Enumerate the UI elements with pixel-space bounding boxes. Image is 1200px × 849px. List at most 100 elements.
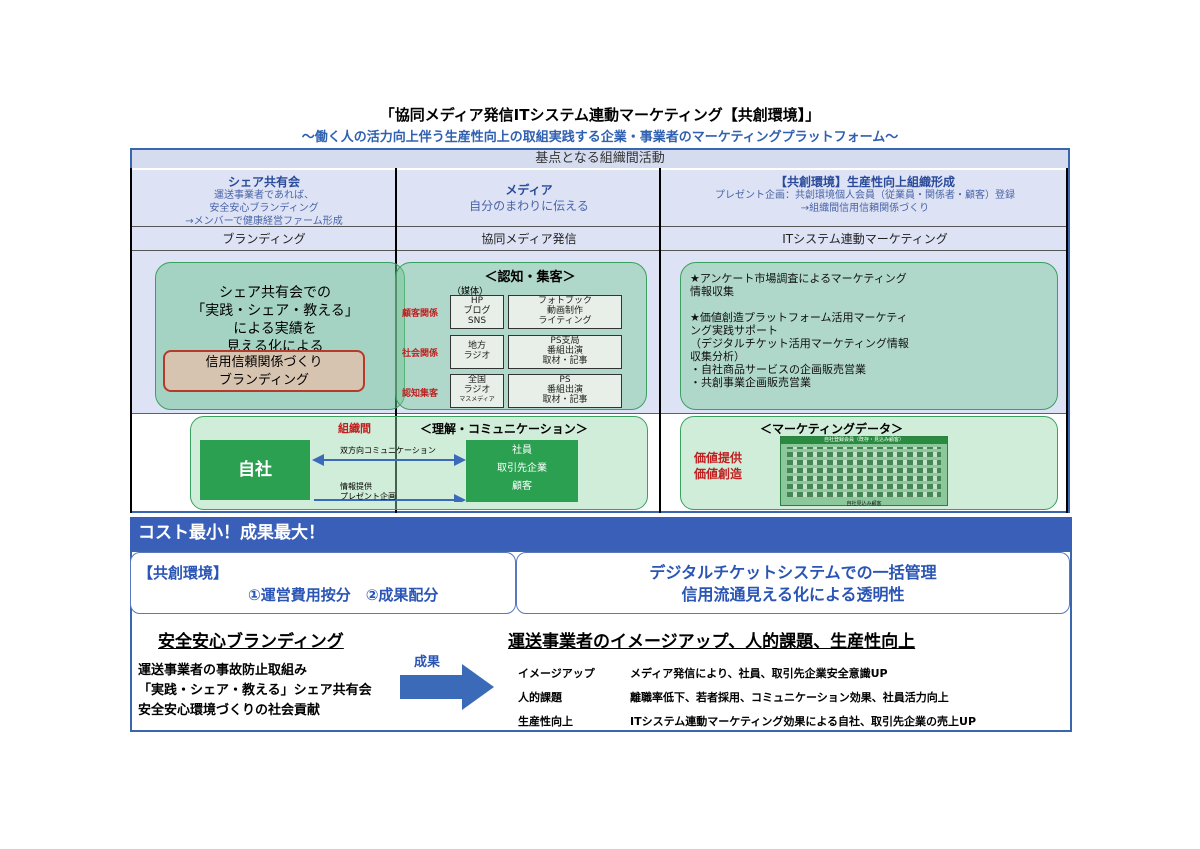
cell-line: PS支局 bbox=[550, 336, 580, 346]
kyoso-items: ①運営費用按分 ②成果配分 bbox=[248, 586, 439, 604]
digital-line: デジタルチケットシステムでの一括管理 bbox=[649, 563, 937, 582]
result-key: 生産性向上 bbox=[518, 715, 573, 728]
result-row: 人的課題 離職率低下、若者採用、コミュニケーション効果、社員活力向上 bbox=[518, 686, 1066, 710]
result-row: イメージアップ メディア発信により、社員、取引先企業安全意識UP bbox=[518, 662, 1066, 686]
info-line: 情報提供 bbox=[340, 482, 372, 491]
chart-grid bbox=[787, 447, 941, 497]
trust-line: 信用信頼関係づくり bbox=[205, 355, 323, 370]
media-cell: 地方 ラジオ bbox=[450, 335, 504, 369]
it-line: ング実践サポート bbox=[690, 324, 778, 337]
cell-line: 動画制作 bbox=[546, 306, 583, 316]
media-cell: 全国 ラジオ マスメディア bbox=[450, 374, 504, 408]
media-cell: PS支局 番組出演 取材・記事 bbox=[508, 335, 622, 369]
comm-title: ＜理解・コミュニケーション＞ bbox=[420, 422, 588, 436]
it-line bbox=[690, 298, 1050, 311]
comm-arrows bbox=[312, 454, 466, 502]
result-arrow bbox=[400, 664, 494, 710]
divider bbox=[659, 168, 661, 513]
cell-line: 取材・記事 bbox=[542, 395, 588, 405]
column-heading: シェア共有会 bbox=[227, 175, 300, 189]
base-activity-band: 基点となる組織間活動 bbox=[132, 150, 1068, 168]
cell-line: フォトブック bbox=[537, 296, 592, 306]
org-label: 組織間 bbox=[338, 422, 371, 435]
media-cell: PS 番組出演 取材・記事 bbox=[508, 374, 622, 408]
branding-line: シェア共有会での bbox=[219, 285, 331, 301]
cell-line: ライティング bbox=[538, 316, 592, 326]
page-title: 「協同メディア発信ITシステム連動マーケティング【共創環境】」 bbox=[379, 106, 821, 124]
column-line: 自分のまわりに伝える bbox=[469, 199, 589, 213]
media-row-label: 顧客関係 bbox=[402, 309, 439, 319]
result-value: 離職率低下、若者採用、コミュニケーション効果、社員活力向上 bbox=[630, 691, 949, 704]
result-row: 生産性向上 ITシステム連動マーケティング効果による自社、取引先企業の売上UP bbox=[518, 710, 1066, 734]
column-line: →メンバーで健康経営ファーム形成 bbox=[185, 216, 343, 227]
safety-title: 安全安心ブランディング bbox=[158, 632, 344, 652]
digital-line: 信用流通見える化による透明性 bbox=[681, 585, 905, 604]
result-arrow-label: 成果 bbox=[414, 655, 441, 670]
branding-line: による実績を bbox=[233, 321, 317, 337]
results-title: 運送事業者のイメージアップ、人的課題、生産性向上 bbox=[508, 632, 916, 652]
result-key: イメージアップ bbox=[518, 667, 595, 680]
digital-box bbox=[516, 552, 1070, 614]
column-label-media: 協同メディア発信 bbox=[481, 232, 577, 246]
column-heading: メディア bbox=[505, 183, 553, 197]
kyoso-label: 【共創環境】 bbox=[138, 564, 229, 582]
column-line: →組織間信用信頼関係づくり bbox=[800, 203, 930, 214]
result-value: メディア発信により、社員、取引先企業安全意識UP bbox=[630, 667, 888, 680]
result-value: ITシステム連動マーケティング効果による自社、取引先企業の売上UP bbox=[630, 715, 977, 728]
cell-line: ブログ bbox=[463, 306, 491, 316]
safety-line: 運送事業者の事故防止取組み bbox=[138, 663, 308, 678]
chart-top-label: 自社登録会員（既存・見込み顧客） bbox=[781, 437, 947, 444]
cell-line: PS bbox=[559, 375, 571, 385]
media-row-label: 社会関係 bbox=[402, 349, 439, 359]
partner-line: 顧客 bbox=[512, 481, 532, 492]
safety-text: 運送事業者の事故防止取組み 「実践・シェア・教える」シェア共有会 安全安心環境づ… bbox=[138, 661, 372, 721]
it-line: ・自社商品サービスの企画販売営業 bbox=[690, 363, 866, 376]
trust-branding-box: 信用信頼関係づくり ブランディング bbox=[163, 350, 365, 392]
lower-frame bbox=[130, 550, 1072, 732]
column-label-branding: ブランディング bbox=[222, 232, 306, 246]
column-head-kyoso: 【共創環境】生産性向上組織形成 プレゼント企画：共創環境個人会員（従業員・関係者… bbox=[662, 170, 1068, 226]
column-line: 安全安心ブランディング bbox=[209, 203, 319, 214]
column-head-media: メディア 自分のまわりに伝える bbox=[398, 170, 660, 226]
results-rows: イメージアップ メディア発信により、社員、取引先企業安全意識UP 人的課題 離職率低… bbox=[518, 662, 1066, 734]
safety-line: 「実践・シェア・教える」シェア共有会 bbox=[138, 683, 372, 698]
media-cell: HP ブログ SNS bbox=[450, 295, 504, 329]
column-label-it: ITシステム連動マーケティング bbox=[782, 232, 948, 246]
branding-line: 「実践・シェア・教える」 bbox=[191, 303, 359, 319]
cell-line: 番組出演 bbox=[546, 346, 583, 356]
digital-text: デジタルチケットシステムでの一括管理 信用流通見える化による透明性 bbox=[516, 562, 1070, 606]
cell-line: HP bbox=[470, 296, 484, 306]
it-line: ★アンケート市場調査によるマーケティング bbox=[690, 272, 907, 285]
it-box bbox=[680, 262, 1058, 410]
it-line: ・共創事業企画販売営業 bbox=[690, 376, 811, 389]
it-line: 収集分析） bbox=[690, 350, 745, 363]
trust-line: ブランディング bbox=[218, 373, 310, 388]
cell-line: マスメディア bbox=[459, 396, 495, 403]
divider bbox=[132, 226, 1068, 227]
partner-line: 取引先企業 bbox=[497, 463, 547, 474]
member-chart: 自社登録会員（既存・見込み顧客） 自社見込み顧客 bbox=[780, 436, 948, 507]
cell-line: ラジオ bbox=[463, 351, 491, 361]
column-head-share: シェア共有会 運送事業者であれば、 安全安心ブランディング →メンバーで健康経営… bbox=[132, 170, 396, 228]
kyoso-box bbox=[130, 552, 516, 614]
bidirectional-label: 双方向コミュニケーション bbox=[340, 446, 436, 455]
self-box: 自社 bbox=[200, 440, 310, 500]
divider bbox=[130, 168, 132, 513]
value-label: 価値提供 価値創造 bbox=[694, 450, 742, 482]
branding-text: シェア共有会での 「実践・シェア・教える」 による実績を 見える化による bbox=[160, 284, 390, 356]
info-label: 情報提供 プレゼント企画 bbox=[340, 482, 396, 502]
it-line: （デジタルチケット活用マーケティング情報 bbox=[690, 337, 909, 350]
column-heading: 【共創環境】生産性向上組織形成 bbox=[774, 175, 955, 189]
data-title: ＜マーケティングデータ＞ bbox=[760, 422, 904, 436]
result-key: 人的課題 bbox=[518, 691, 562, 704]
info-line: プレゼント企画 bbox=[340, 492, 396, 501]
column-line: プレゼント企画：共創環境個人会員（従業員・関係者・顧客）登録 bbox=[715, 190, 1015, 201]
cell-line: 番組出演 bbox=[546, 385, 583, 395]
it-line: 情報収集 bbox=[690, 285, 734, 298]
it-text: ★アンケート市場調査によるマーケティング 情報収集 ★価値創造プラットフォーム活… bbox=[690, 272, 1050, 389]
media-sub: （媒体） bbox=[452, 287, 489, 297]
value-line: 価値創造 bbox=[694, 467, 743, 481]
media-cell: フォトブック 動画制作 ライティング bbox=[508, 295, 622, 329]
value-line: 価値提供 bbox=[694, 451, 743, 465]
safety-line: 安全安心環境づくりの社会貢献 bbox=[138, 703, 321, 718]
